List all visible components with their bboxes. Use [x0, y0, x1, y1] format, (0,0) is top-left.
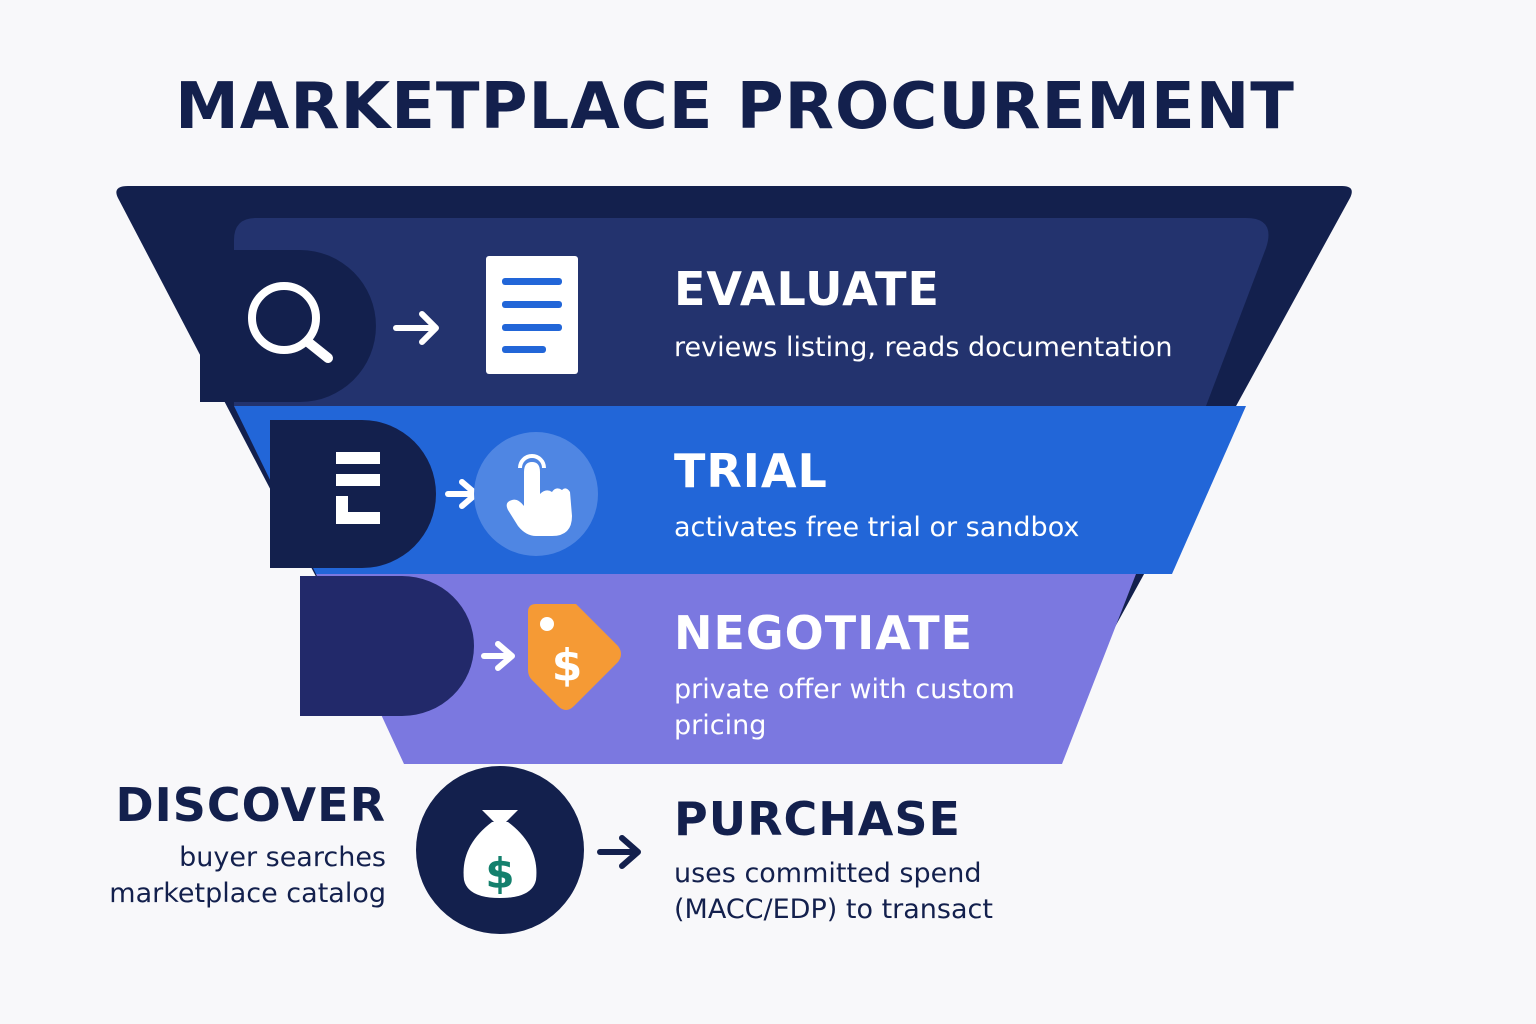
- arrow-right-icon: [597, 835, 641, 869]
- trial-icon-pill: [270, 420, 436, 568]
- trial-description: activates free trial or sandbox: [674, 512, 1080, 543]
- negotiate-heading: NEGOTIATE: [674, 606, 974, 660]
- document-icon: [486, 256, 578, 374]
- arrow-right-icon: [481, 641, 515, 671]
- discover-heading: DISCOVER: [115, 778, 386, 832]
- arrow-right-icon: [393, 311, 439, 345]
- discover-description: buyer searches marketplace catalog: [109, 842, 386, 909]
- page-title: MARKETPLACE PROCUREMENT: [175, 70, 1295, 144]
- search-icon: [248, 282, 333, 363]
- purchase-description: uses committed spend (MACC/EDP) to trans…: [674, 858, 993, 925]
- money-bag-icon: $: [416, 766, 584, 934]
- evaluate-heading: EVALUATE: [674, 262, 940, 316]
- pointer-hand-icon: [474, 432, 598, 556]
- tag-dollar-symbol: $: [552, 640, 583, 691]
- price-tag-icon: $: [528, 604, 621, 710]
- evaluate-description: reviews listing, reads documentation: [674, 332, 1173, 363]
- negotiate-band: [316, 574, 1136, 764]
- purchase-heading: PURCHASE: [674, 792, 961, 846]
- menu-list-icon: [336, 452, 380, 524]
- evaluate-icon-pill: [200, 250, 376, 402]
- trial-heading: TRIAL: [674, 444, 828, 498]
- trial-band: [234, 406, 1246, 574]
- bag-dollar-symbol: $: [485, 849, 514, 898]
- negotiate-icon-pill: [300, 576, 474, 716]
- negotiate-description: private offer with custom pricing: [674, 674, 1015, 741]
